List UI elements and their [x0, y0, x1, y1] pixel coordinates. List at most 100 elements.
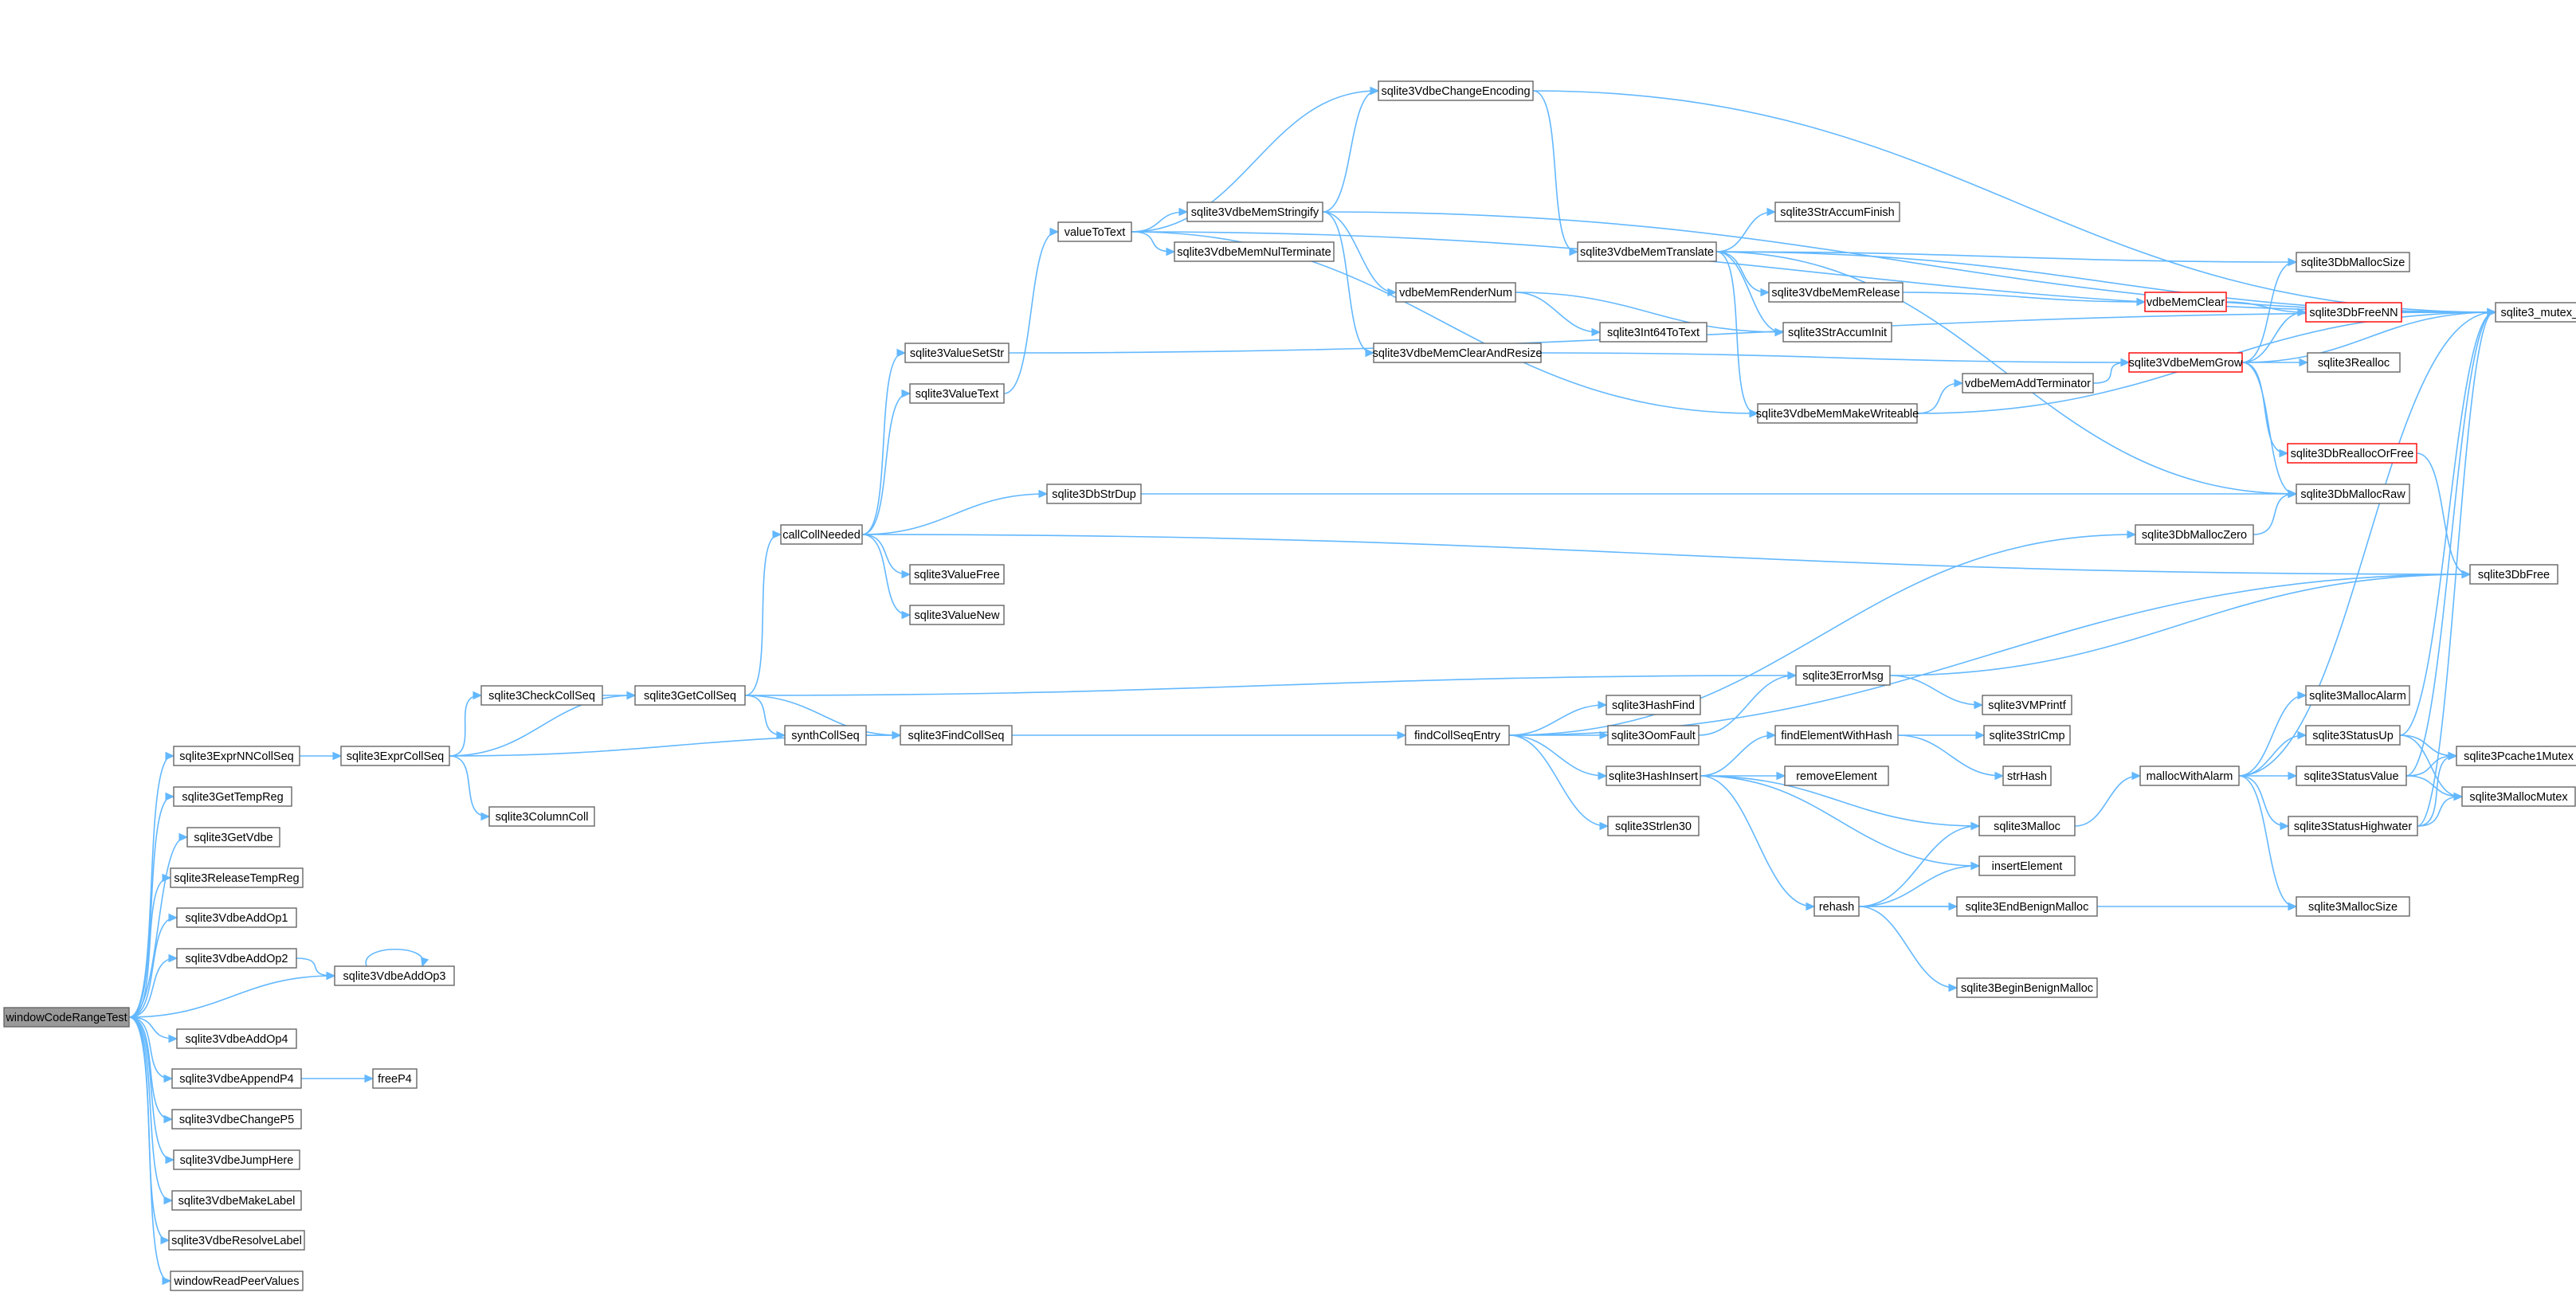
edge-sqlite3HashInsert-to-insertElement — [1700, 775, 1981, 871]
node-synthCollSeq[interactable]: synthCollSeq — [784, 725, 867, 746]
node-sqlite3DbStrDup[interactable]: sqlite3DbStrDup — [1046, 484, 1142, 504]
node-rehash[interactable]: rehash — [1813, 896, 1860, 917]
node-sqlite3StatusValue[interactable]: sqlite3StatusValue — [2296, 765, 2407, 786]
node-sqlite3StatusHighwater[interactable]: sqlite3StatusHighwater — [2288, 816, 2418, 836]
node-sqlite3GetVdbe[interactable]: sqlite3GetVdbe — [186, 827, 280, 848]
node-sqlite3ValueSetStr[interactable]: sqlite3ValueSetStr — [904, 343, 1010, 363]
node-sqlite3VdbeMemTranslate[interactable]: sqlite3VdbeMemTranslate — [1577, 241, 1717, 262]
node-sqlite3CheckCollSeq[interactable]: sqlite3CheckCollSeq — [480, 685, 603, 706]
node-sqlite3Malloc[interactable]: sqlite3Malloc — [1978, 816, 2076, 836]
edge-sqlite3VdbeMemGrow-to-sqlite3DbFreeNN — [2241, 307, 2307, 363]
node-sqlite3ValueNew[interactable]: sqlite3ValueNew — [909, 605, 1005, 625]
edge-arrowhead — [1166, 247, 1176, 256]
node-sqlite3VdbeMemMakeWriteable[interactable]: sqlite3VdbeMemMakeWriteable — [1756, 403, 1919, 424]
edge-line — [1715, 251, 1782, 333]
node-sqlite3VdbeAppendP4[interactable]: sqlite3VdbeAppendP4 — [171, 1068, 302, 1089]
edge-sqlite3VdbeMemRelease-to-vdbeMemClear — [1902, 292, 2147, 307]
node-insertElement[interactable]: insertElement — [1978, 856, 2076, 876]
node-vdbeMemAddTerminator[interactable]: vdbeMemAddTerminator — [1962, 373, 2094, 393]
node-label: sqlite3_mutex_held — [2501, 307, 2576, 319]
node-sqlite3Int64ToText[interactable]: sqlite3Int64ToText — [1599, 322, 1708, 343]
node-strHash[interactable]: strHash — [2002, 765, 2052, 786]
edge-sqlite3VdbeMemGrow-to-sqlite3DbMallocRaw — [2241, 362, 2298, 499]
node-findElementWithHash[interactable]: findElementWithHash — [1774, 725, 1899, 746]
node-callCollNeeded[interactable]: callCollNeeded — [780, 524, 863, 545]
node-box — [176, 907, 297, 928]
node-sqlite3MallocMutex[interactable]: sqlite3MallocMutex — [2461, 786, 2576, 807]
node-sqlite3DbFreeNN[interactable]: sqlite3DbFreeNN — [2305, 302, 2402, 323]
node-sqlite3StatusUp[interactable]: sqlite3StatusUp — [2305, 725, 2401, 746]
node-sqlite3StrICmp[interactable]: sqlite3StrICmp — [1983, 725, 2071, 746]
edge-line — [1508, 704, 1606, 736]
edge-arrowhead — [1598, 700, 1608, 710]
node-sqlite3ValueText[interactable]: sqlite3ValueText — [909, 383, 1005, 404]
node-sqlite3MallocSize[interactable]: sqlite3MallocSize — [2296, 896, 2410, 917]
node-sqlite3VdbeMemNulTerminate[interactable]: sqlite3VdbeMemNulTerminate — [1174, 241, 1335, 262]
node-valueToText[interactable]: valueToText — [1057, 221, 1132, 242]
node-vdbeMemRenderNum[interactable]: vdbeMemRenderNum — [1395, 282, 1516, 303]
node-sqlite3ValueFree[interactable]: sqlite3ValueFree — [909, 564, 1005, 585]
node-box — [909, 564, 1005, 585]
edge-line — [1322, 211, 1373, 354]
node-findCollSeqEntry[interactable]: findCollSeqEntry — [1405, 725, 1510, 746]
node-mallocWithAlarm[interactable]: mallocWithAlarm — [2139, 765, 2240, 786]
node-sqlite3ExprCollSeq[interactable]: sqlite3ExprCollSeq — [340, 746, 450, 766]
node-sqlite3VdbeAddOp1[interactable]: sqlite3VdbeAddOp1 — [176, 907, 297, 928]
node-sqlite3Pcache1Mutex[interactable]: sqlite3Pcache1Mutex — [2456, 746, 2576, 766]
node-sqlite3VdbeChangeP5[interactable]: sqlite3VdbeChangeP5 — [171, 1109, 302, 1130]
node-sqlite3HashFind[interactable]: sqlite3HashFind — [1606, 695, 1701, 715]
node-freeP4[interactable]: freeP4 — [372, 1068, 418, 1089]
node-windowCodeRangeTest[interactable]: windowCodeRangeTest — [3, 1007, 130, 1028]
edge-arrowhead — [1766, 730, 1777, 740]
node-sqlite3ErrorMsg[interactable]: sqlite3ErrorMsg — [1795, 665, 1891, 686]
node-sqlite3VdbeMemClearAndResize[interactable]: sqlite3VdbeMemClearAndResize — [1373, 343, 1543, 363]
node-sqlite3VdbeMemStringify[interactable]: sqlite3VdbeMemStringify — [1186, 202, 1323, 222]
node-sqlite3VdbeAddOp3[interactable]: sqlite3VdbeAddOp3 — [334, 965, 455, 986]
node-sqlite3VdbeMemRelease[interactable]: sqlite3VdbeMemRelease — [1768, 282, 1904, 303]
node-sqlite3GetTempReg[interactable]: sqlite3GetTempReg — [173, 786, 292, 807]
node-box — [1373, 343, 1542, 363]
node-sqlite3HashInsert[interactable]: sqlite3HashInsert — [1606, 765, 1701, 786]
node-sqlite3OomFault[interactable]: sqlite3OomFault — [1607, 725, 1700, 746]
node-sqlite3StrAccumInit[interactable]: sqlite3StrAccumInit — [1782, 322, 1892, 343]
node-sqlite3VdbeAddOp4[interactable]: sqlite3VdbeAddOp4 — [176, 1028, 297, 1049]
node-sqlite3StrAccumFinish[interactable]: sqlite3StrAccumFinish — [1774, 202, 1900, 222]
edge-arrowhead — [332, 751, 343, 761]
node-sqlite3ExprNNCollSeq[interactable]: sqlite3ExprNNCollSeq — [173, 746, 300, 766]
node-sqlite3VdbeChangeEncoding[interactable]: sqlite3VdbeChangeEncoding — [1378, 80, 1534, 101]
node-sqlite3DbFree[interactable]: sqlite3DbFree — [2469, 564, 2558, 585]
node-sqlite3GetCollSeq[interactable]: sqlite3GetCollSeq — [634, 685, 746, 706]
node-vdbeMemClear[interactable]: vdbeMemClear — [2144, 292, 2227, 312]
node-sqlite3FindCollSeq[interactable]: sqlite3FindCollSeq — [900, 725, 1013, 746]
node-sqlite3ReleaseTempReg[interactable]: sqlite3ReleaseTempReg — [170, 867, 304, 888]
node-box — [780, 524, 863, 545]
edge-windowCodeRangeTest-to-sqlite3VdbeChangeP5 — [128, 1016, 174, 1124]
node-sqlite3DbReallocOrFree[interactable]: sqlite3DbReallocOrFree — [2287, 443, 2417, 464]
node-sqlite3MallocAlarm[interactable]: sqlite3MallocAlarm — [2305, 685, 2410, 706]
node-sqlite3Realloc[interactable]: sqlite3Realloc — [2307, 352, 2401, 373]
node-sqlite3Strlen30[interactable]: sqlite3Strlen30 — [1607, 816, 1700, 836]
node-box — [1774, 202, 1900, 222]
node-label: sqlite3VdbeChangeEncoding — [1381, 85, 1530, 98]
node-sqlite3VdbeResolveLabel[interactable]: sqlite3VdbeResolveLabel — [168, 1230, 305, 1251]
node-box — [1599, 322, 1708, 343]
node-box — [3, 1007, 130, 1028]
node-sqlite3VdbeMakeLabel[interactable]: sqlite3VdbeMakeLabel — [171, 1190, 302, 1211]
node-sqlite3DbMallocSize[interactable]: sqlite3DbMallocSize — [2296, 252, 2410, 272]
edge-arrowhead — [1787, 671, 1798, 680]
node-sqlite3_mutex_held[interactable]: sqlite3_mutex_held — [2495, 302, 2576, 323]
node-sqlite3VMPrintf[interactable]: sqlite3VMPrintf — [1982, 695, 2072, 715]
edge-arrowhead — [1178, 207, 1189, 217]
node-sqlite3EndBenignMalloc[interactable]: sqlite3EndBenignMalloc — [1956, 896, 2098, 917]
edge-arrowhead — [2131, 771, 2142, 781]
node-sqlite3VdbeJumpHere[interactable]: sqlite3VdbeJumpHere — [173, 1149, 300, 1170]
node-sqlite3BeginBenignMalloc[interactable]: sqlite3BeginBenignMalloc — [1956, 977, 2098, 998]
node-sqlite3VdbeAddOp2[interactable]: sqlite3VdbeAddOp2 — [176, 948, 297, 969]
node-sqlite3VdbeMemGrow[interactable]: sqlite3VdbeMemGrow — [2128, 352, 2243, 373]
node-sqlite3DbMallocZero[interactable]: sqlite3DbMallocZero — [2135, 524, 2254, 545]
node-removeElement[interactable]: removeElement — [1784, 765, 1889, 786]
node-windowReadPeerValues[interactable]: windowReadPeerValues — [170, 1271, 304, 1291]
node-sqlite3DbMallocRaw[interactable]: sqlite3DbMallocRaw — [2296, 484, 2410, 504]
edge-sqlite3ErrorMsg-to-sqlite3VMPrintf — [1889, 675, 1984, 710]
node-sqlite3ColumnColl[interactable]: sqlite3ColumnColl — [488, 806, 595, 827]
